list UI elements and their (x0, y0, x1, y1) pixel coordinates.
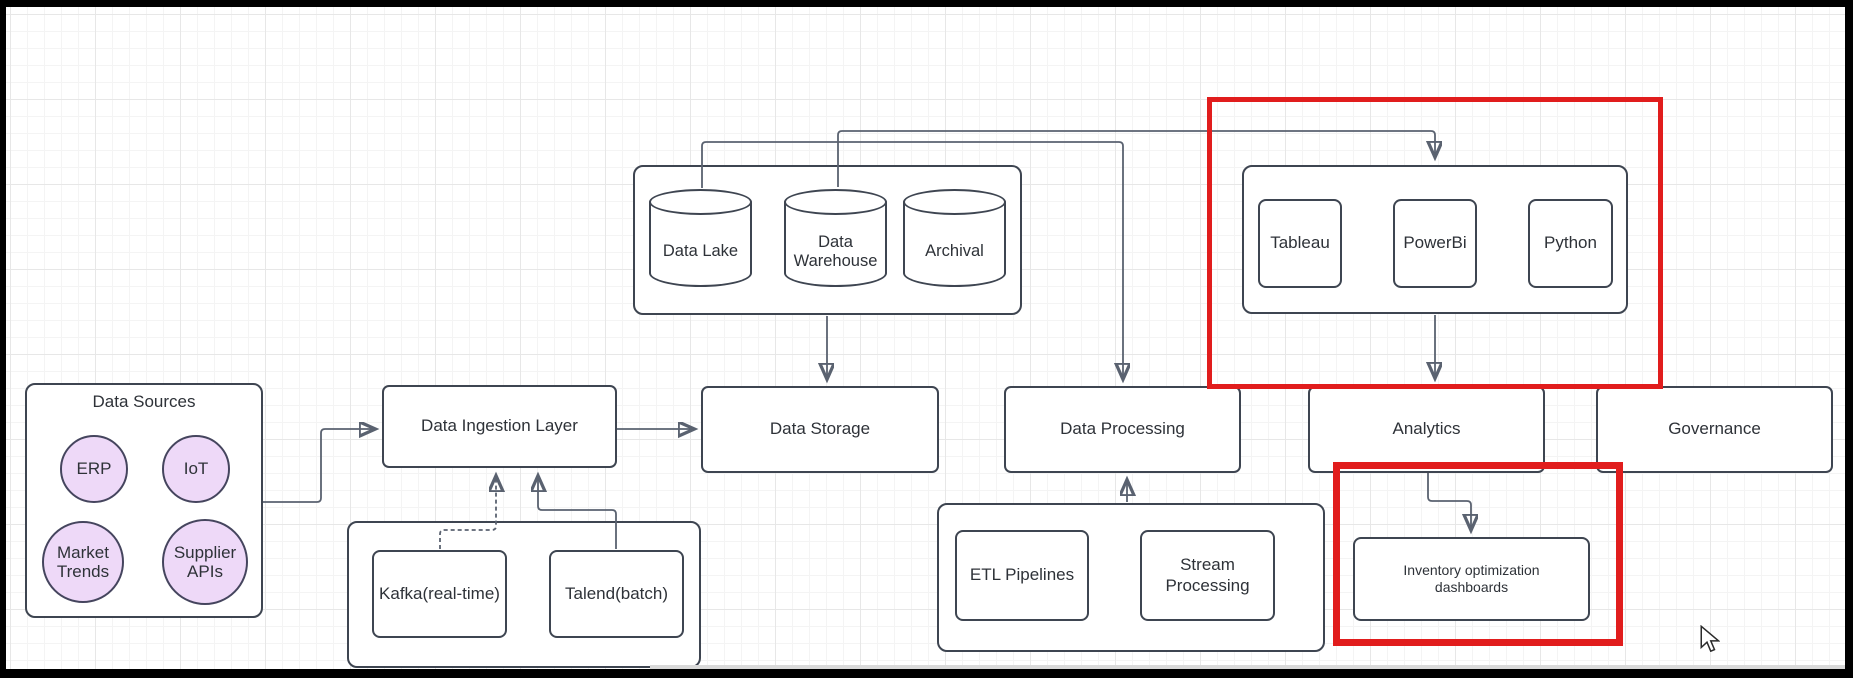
source-iot[interactable]: IoT (162, 435, 230, 503)
inventory-dashboards-label: Inventory optimization dashboards (1403, 562, 1540, 595)
python-label: Python (1544, 233, 1597, 253)
source-erp[interactable]: ERP (60, 435, 128, 503)
analytics-label: Analytics (1392, 419, 1461, 439)
data-ingestion-layer-label: Data Ingestion Layer (421, 416, 578, 436)
data-processing-box[interactable]: Data Processing (1004, 386, 1241, 473)
powerbi-box[interactable]: PowerBi (1393, 199, 1477, 288)
tableau-label: Tableau (1270, 233, 1330, 253)
analytics-box[interactable]: Analytics (1308, 386, 1545, 473)
stream-processing-box[interactable]: Stream Processing (1140, 530, 1275, 621)
data-storage-label: Data Storage (769, 419, 871, 439)
powerbi-label: PowerBi (1403, 233, 1467, 253)
kafka-box[interactable]: Kafka(real-time) (372, 550, 507, 638)
window-border-top (0, 0, 1853, 7)
stream-processing-label: Stream Processing (1165, 555, 1250, 595)
inventory-dashboards-box[interactable]: Inventory optimization dashboards (1353, 537, 1590, 621)
archival-label: Archival (925, 242, 984, 261)
archival-cylinder[interactable]: Archival (903, 189, 1006, 287)
source-erp-label: ERP (76, 459, 112, 479)
python-box[interactable]: Python (1528, 199, 1613, 288)
data-sources-title: Data Sources (92, 392, 196, 411)
data-processing-label: Data Processing (1060, 419, 1185, 439)
connector-sources-to-ingestion (263, 429, 374, 503)
governance-box[interactable]: Governance (1596, 386, 1833, 473)
data-storage-box[interactable]: Data Storage (701, 386, 939, 473)
cylinder-top (903, 189, 1006, 215)
data-warehouse-cylinder[interactable]: Data Warehouse (784, 189, 887, 287)
highlight-rect-analytics-tools (1207, 97, 1663, 389)
source-supplier-apis[interactable]: Supplier APIs (162, 519, 248, 605)
data-lake-label: Data Lake (662, 242, 739, 261)
cylinder-top (649, 189, 752, 215)
window-border-bottom (0, 669, 1853, 678)
window-border-left (0, 0, 6, 678)
cylinder-top (784, 189, 887, 215)
highlight-rect-inventory-dashboards (1333, 462, 1623, 646)
data-ingestion-layer-box[interactable]: Data Ingestion Layer (382, 385, 617, 468)
kafka-label: Kafka(real-time) (379, 583, 500, 603)
horizontal-scrollbar[interactable] (650, 665, 1845, 670)
etl-pipelines-box[interactable]: ETL Pipelines (955, 530, 1089, 621)
window-border-right (1845, 0, 1853, 678)
tableau-box[interactable]: Tableau (1258, 199, 1342, 288)
mouse-cursor-icon (1700, 625, 1720, 652)
source-market-trends[interactable]: Market Trends (42, 521, 124, 603)
source-market-trends-label: Market Trends (56, 542, 110, 581)
data-warehouse-label: Data Warehouse (793, 232, 878, 270)
source-supplier-apis-label: Supplier APIs (173, 542, 237, 581)
talend-label: Talend(batch) (564, 583, 668, 603)
governance-label: Governance (1668, 419, 1761, 439)
etl-pipelines-label: ETL Pipelines (969, 565, 1075, 585)
source-iot-label: IoT (183, 459, 209, 479)
data-lake-cylinder[interactable]: Data Lake (649, 189, 752, 287)
talend-box[interactable]: Talend(batch) (549, 550, 684, 638)
